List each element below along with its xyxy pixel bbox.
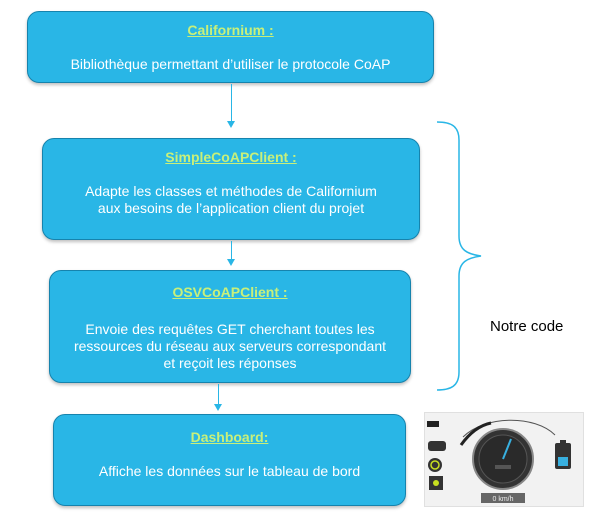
californium-title: Californium : — [187, 22, 274, 38]
simplecoapclient-box: SimpleCoAPClient : Adapte les classes et… — [42, 138, 420, 240]
simplecoapclient-title: SimpleCoAPClient : — [165, 149, 297, 165]
arrow-osv-to-dashboard — [218, 384, 219, 406]
arrow-head-1 — [227, 121, 235, 128]
dashboard-screenshot: 0 km/h — [424, 412, 584, 507]
osvcoapclient-title: OSVCoAPClient : — [172, 284, 288, 300]
osvcoapclient-box: OSVCoAPClient : Envoie des requêtes GET … — [49, 270, 411, 383]
speed-readout: 0 km/h — [492, 496, 513, 503]
arrow-head-3 — [214, 404, 222, 411]
californium-box: Californium : Bibliothèque permettant d’… — [27, 11, 434, 83]
arrow-californium-to-simple — [231, 84, 232, 122]
curly-brace — [436, 121, 482, 391]
osvcoapclient-description: Envoie des requêtes GET cherchant toutes… — [73, 321, 387, 371]
dashboard-description: Affiche les données sur le tableau de bo… — [98, 463, 361, 479]
dashboard-title: Dashboard: — [190, 429, 269, 445]
notre-code-label: Notre code — [490, 318, 564, 335]
dashboard-box: Dashboard: Affiche les données sur le ta… — [53, 414, 406, 506]
speedometer-icon: 0 km/h — [427, 419, 571, 503]
californium-description: Bibliothèque permettant d’utiliser le pr… — [70, 56, 391, 72]
simplecoapclient-description: Adapte les classes et méthodes de Califo… — [85, 183, 377, 216]
arrow-simple-to-osv — [231, 241, 232, 261]
arrow-head-2 — [227, 259, 235, 266]
